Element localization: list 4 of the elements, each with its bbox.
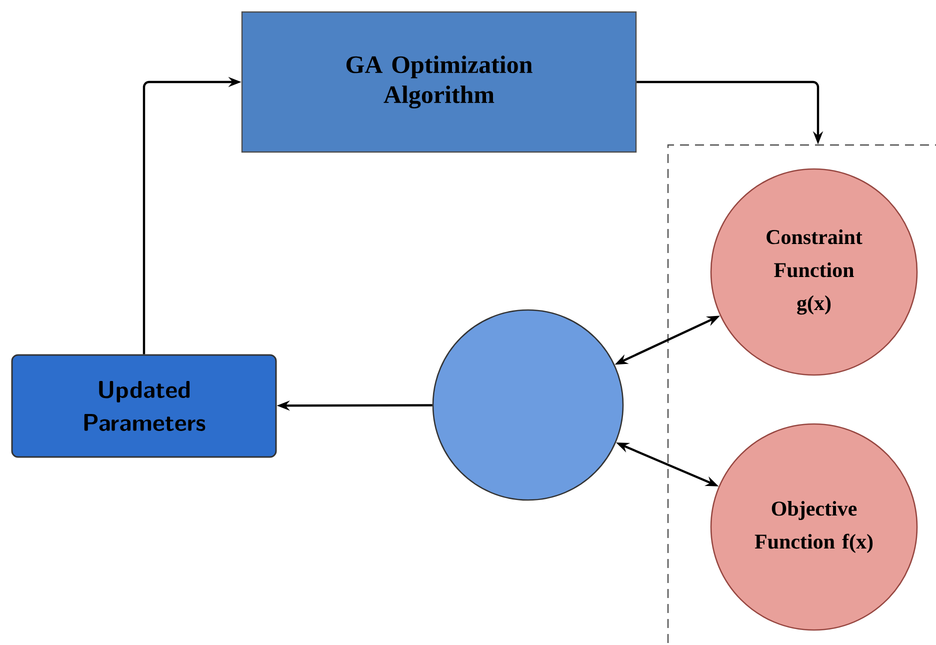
process-box: Updated Parameters [11, 354, 277, 458]
process-circle [432, 309, 624, 501]
dashed-region [667, 144, 936, 645]
process-box: GA Optimization Algorithm [241, 11, 637, 153]
